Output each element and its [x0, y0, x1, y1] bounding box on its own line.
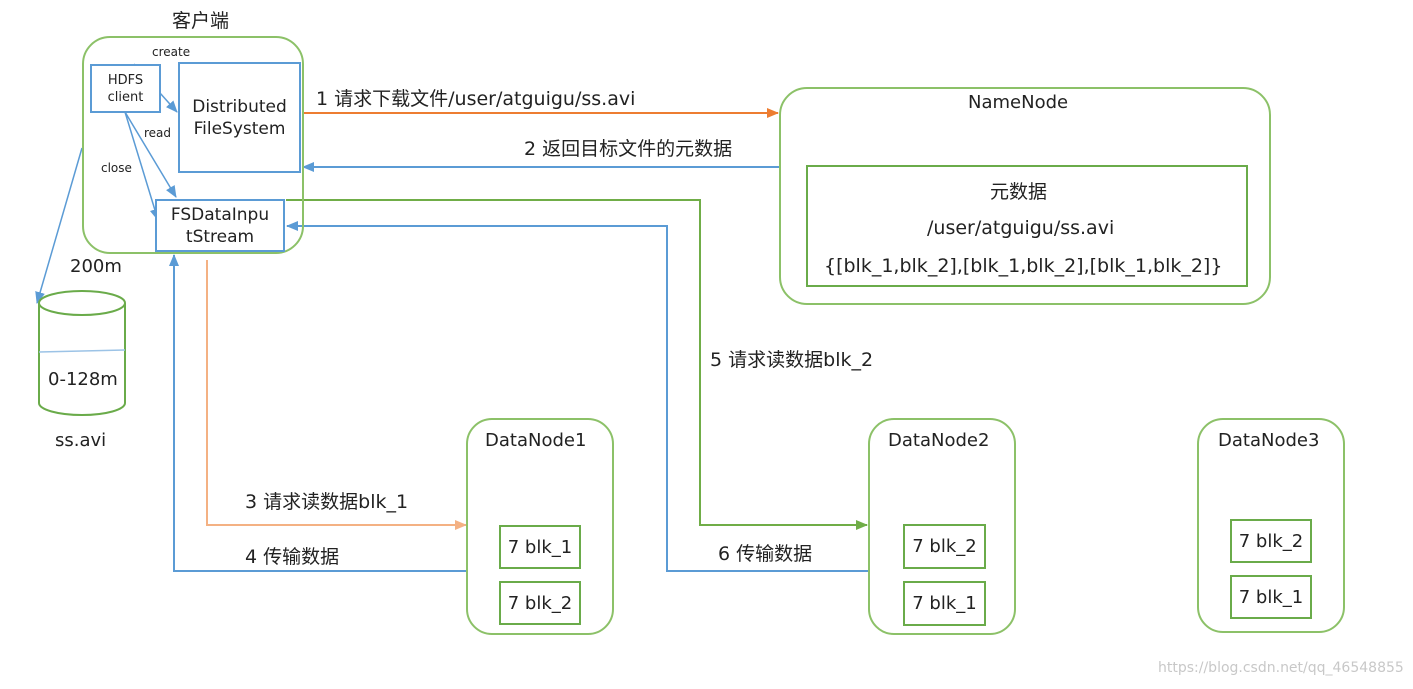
datanode2-block-2: 7 blk_1: [903, 581, 986, 626]
read-label: read: [144, 126, 172, 140]
step-2-label: 2 返回目标文件的元数据: [524, 138, 733, 160]
datanode1-box: [466, 418, 614, 635]
datanode1-block-1: 7 blk_1: [499, 525, 581, 569]
file-block-range: 0-128m: [48, 369, 118, 390]
hdfs-client-box: HDFS client: [90, 64, 161, 113]
datanode2-box: [868, 418, 1016, 635]
datanode2-title: DataNode2: [888, 430, 990, 451]
namenode-box: [779, 87, 1271, 305]
namenode-title: NameNode: [968, 92, 1069, 113]
namenode-meta-path: /user/atguigu/ss.avi: [927, 217, 1115, 239]
namenode-meta-blocks: {[blk_1,blk_2],[blk_1,blk_2],[blk_1,blk_…: [824, 255, 1223, 277]
file-cylinder: [38, 290, 126, 416]
file-name: ss.avi: [55, 430, 107, 451]
datanode1-block-2: 7 blk_2: [499, 581, 581, 625]
arrow-step-5: [286, 199, 868, 530]
datanode2-block-2-label: 7 blk_1: [912, 593, 977, 614]
step-4-label: 4 传输数据: [245, 546, 340, 568]
arrow-step-3: [206, 260, 467, 530]
arrow-read: [124, 111, 177, 198]
step-3-label: 3 请求读数据blk_1: [245, 491, 409, 513]
distributed-filesystem-label: Distributed FileSystem: [192, 96, 287, 139]
hdfs-client-label: HDFS client: [107, 72, 144, 105]
file-size-label: 200m: [70, 256, 122, 277]
arrow-step-4: [169, 254, 466, 572]
arrow-close: [124, 111, 160, 221]
datanode1-title: DataNode1: [485, 430, 587, 451]
datanode2-block-1-label: 7 blk_2: [912, 536, 977, 557]
datanode3-block-1-label: 7 blk_2: [1238, 530, 1304, 552]
watermark-text: https://blog.csdn.net/qq_46548855: [1158, 660, 1404, 676]
close-label: close: [101, 161, 132, 175]
datanode3-title: DataNode3: [1218, 430, 1320, 451]
distributed-filesystem-box: Distributed FileSystem: [178, 62, 301, 173]
step-5-label: 5 请求读数据blk_2: [710, 349, 874, 371]
datanode3-box: [1197, 418, 1345, 633]
fsdatainputstream-box: FSDataInpu tStream: [155, 199, 285, 252]
create-label: create: [152, 45, 191, 59]
step-6-label: 6 传输数据: [718, 543, 813, 565]
client-title: 客户端: [172, 10, 230, 32]
datanode1-block-2-label: 7 blk_2: [507, 592, 573, 614]
fsdatainputstream-label: FSDataInpu tStream: [170, 204, 270, 247]
datanode3-block-1: 7 blk_2: [1230, 519, 1312, 563]
datanode1-block-1-label: 7 blk_1: [507, 536, 573, 558]
arrow-to-file: [35, 147, 83, 304]
namenode-meta-title: 元数据: [990, 181, 1048, 203]
client-box: [82, 36, 304, 254]
datanode3-block-2: 7 blk_1: [1230, 575, 1312, 619]
datanode3-block-2-label: 7 blk_1: [1238, 586, 1304, 608]
datanode2-block-1: 7 blk_2: [903, 524, 986, 569]
step-1-label: 1 请求下载文件/user/atguigu/ss.avi: [316, 88, 636, 110]
namenode-metadata-box: [806, 165, 1248, 287]
arrow-step-6: [286, 221, 868, 572]
